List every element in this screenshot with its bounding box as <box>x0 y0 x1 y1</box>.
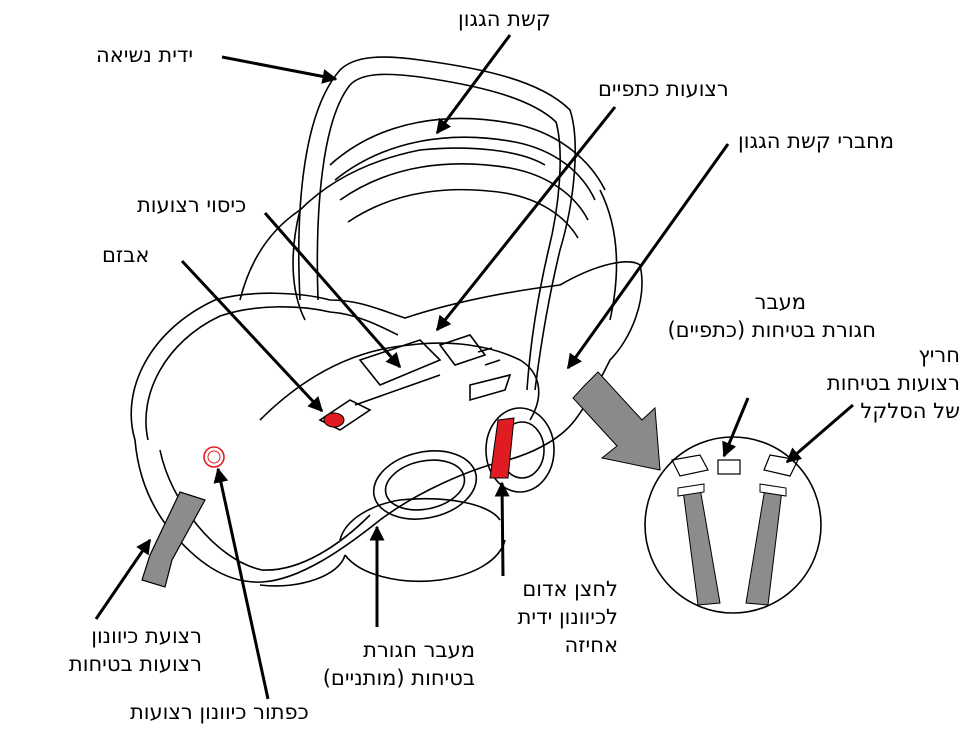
label-harness-cover: כיסוי רצועות <box>137 191 246 219</box>
harness-shape <box>320 335 510 430</box>
arrow-shoulder-straps <box>437 107 615 330</box>
arrow-harness-cover <box>265 213 400 367</box>
red-handle-button <box>490 418 514 478</box>
label-red-button-line3: אחיזה <box>500 631 618 659</box>
label-belt-route-shoulder-line1: מעבר <box>636 288 806 316</box>
label-canopy-arc: קשת הגגון <box>458 5 551 33</box>
label-harness-slot-line3: של הסלקל <box>780 397 960 425</box>
buckle-red-mark <box>324 413 344 427</box>
label-belt-route-shoulder-line2: חגורת בטיחות (כתפיים) <box>636 316 876 344</box>
label-buckle: אבזם <box>102 241 149 269</box>
harness-adjuster-button-mark <box>204 447 224 467</box>
label-shoulder-straps: רצועות כתפיים <box>598 75 729 103</box>
arrow-adjuster-button <box>218 469 268 699</box>
arrow-carry-handle <box>222 57 336 79</box>
detail-arrow <box>573 372 660 470</box>
label-lap-belt-route-line1: מעבר חגורת <box>300 636 475 664</box>
label-adjuster-strap-line2: רצועות בטיחות <box>12 650 202 678</box>
label-lap-belt-route: מעבר חגורת בטיחות (מותניים) <box>300 636 475 692</box>
label-red-button-line1: לחצן אדום <box>500 575 618 603</box>
label-adjuster-strap-line1: רצועת כיוונון <box>12 622 202 650</box>
label-harness-slot-line2: רצועות בטיחות <box>780 369 960 397</box>
label-adjuster-strap: רצועת כיוונון רצועות בטיחות <box>12 622 202 678</box>
label-carry-handle: ידית נשיאה <box>96 41 193 69</box>
carry-handle-shape <box>299 57 575 492</box>
arrow-buckle <box>182 261 322 411</box>
label-red-button-line2: לכיוונון ידית <box>500 603 618 631</box>
label-red-button: לחצן אדום לכיוונון ידית אחיזה <box>500 575 618 659</box>
label-harness-slot-line1: חריץ <box>780 341 960 369</box>
arrow-red-button <box>502 483 503 576</box>
label-adjuster-button: כפתור כיוונון רצועות <box>130 698 309 726</box>
label-belt-route-shoulder: מעבר חגורת בטיחות (כתפיים) <box>636 288 876 344</box>
label-harness-slot: חריץ רצועות בטיחות של הסלקל <box>780 341 960 425</box>
label-canopy-connectors: מחברי קשת הגגון <box>738 127 894 155</box>
adjuster-strap-shape <box>142 492 205 587</box>
detail-circle <box>645 437 821 613</box>
label-lap-belt-route-line2: בטיחות (מותניים) <box>300 664 475 692</box>
